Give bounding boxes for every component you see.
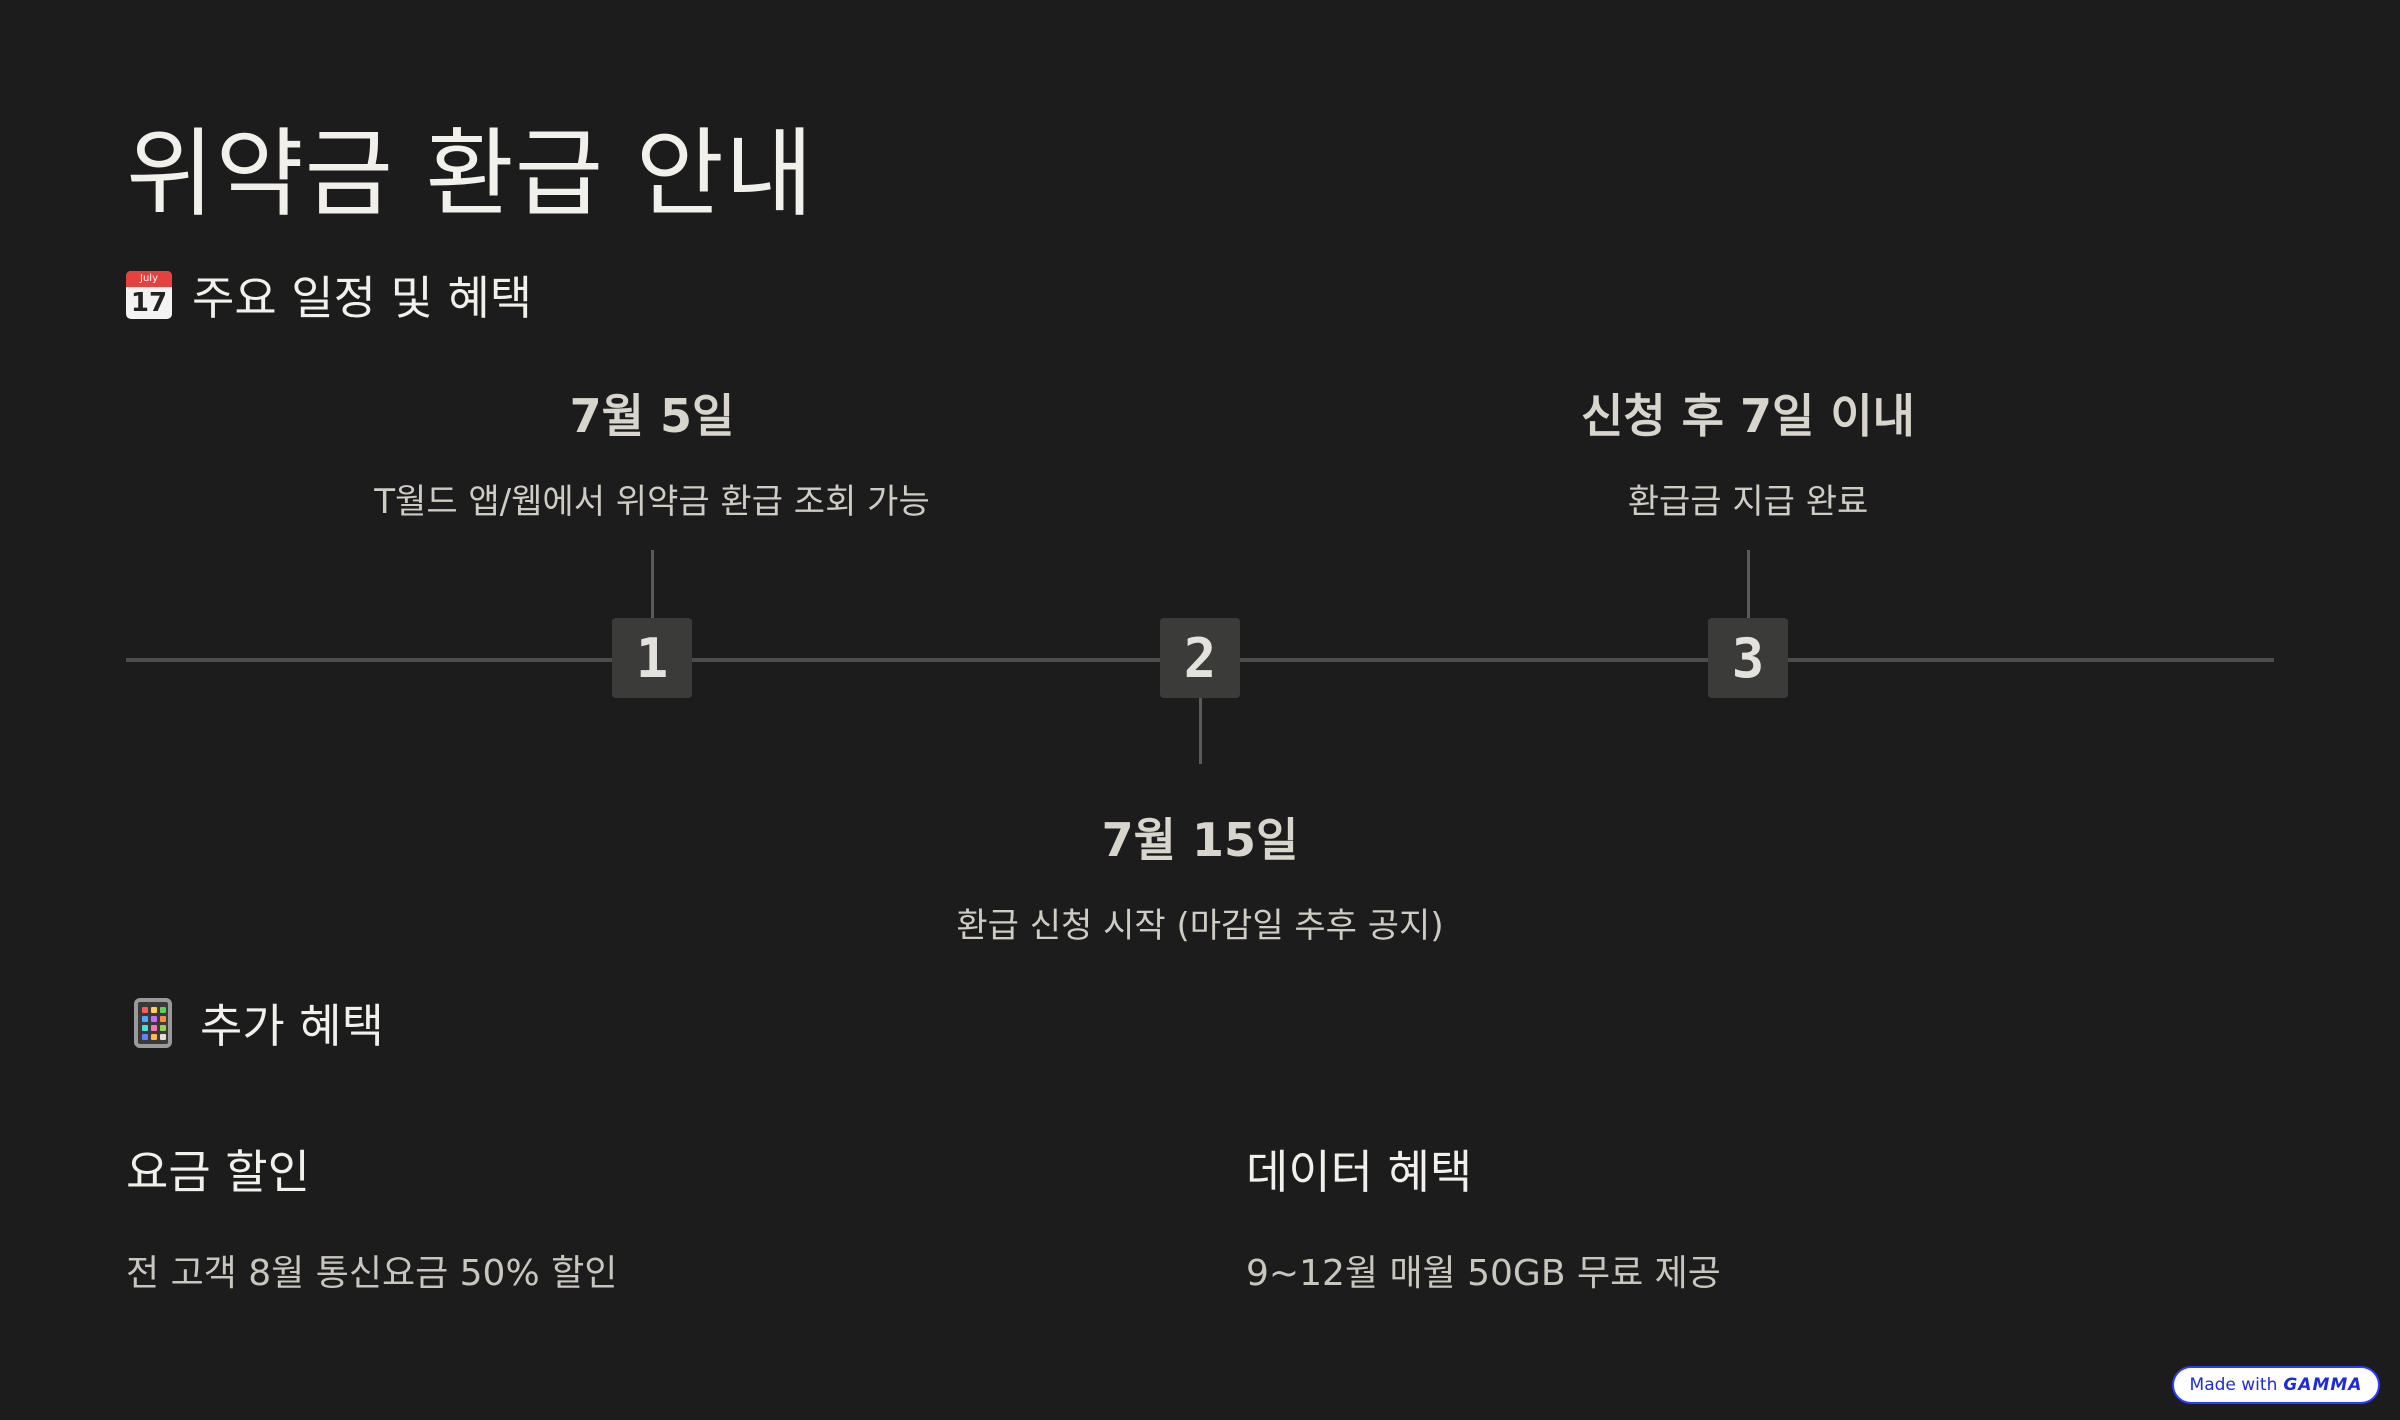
benefit-card-fee-discount: 요금 할인 전 고객 8월 통신요금 50% 할인	[126, 1136, 617, 1296]
milestone-2: 7월 15일 환급 신청 시작 (마감일 추후 공지)	[840, 804, 1560, 947]
milestone-date: 7월 15일	[1101, 813, 1299, 867]
benefit-card-data: 데이터 혜택 9~12월 매월 50GB 무료 제공	[1246, 1136, 1721, 1296]
benefit-description: 전 고객 8월 통신요금 50% 할인	[126, 1253, 618, 1294]
step-3-marker: 3	[1708, 618, 1788, 698]
milestone-1-stem	[651, 550, 654, 618]
step-1-marker: 1	[612, 618, 692, 698]
mobile-phone-icon	[134, 998, 172, 1048]
page-title: 위약금 환급 안내	[126, 118, 815, 230]
benefits-section-heading: 추가 혜택	[126, 990, 384, 1056]
step-2-marker: 2	[1160, 618, 1240, 698]
milestone-description: 환급금 지급 완료	[1627, 482, 1869, 522]
benefit-description: 9~12월 매월 50GB 무료 제공	[1246, 1253, 1721, 1294]
milestone-description: 환급 신청 시작 (마감일 추후 공지)	[956, 906, 1444, 946]
schedule-heading-text: 주요 일정 및 혜택	[192, 271, 533, 325]
milestone-2-stem	[1199, 698, 1202, 764]
benefits-heading-text: 추가 혜택	[200, 999, 384, 1053]
milestone-3-stem	[1747, 550, 1750, 618]
schedule-section-heading: July 17 주요 일정 및 혜택	[126, 262, 532, 328]
benefit-title: 요금 할인	[126, 1145, 310, 1199]
badge-prefix: Made with	[2189, 1375, 2278, 1395]
milestone-1: 7월 5일 T월드 앱/웹에서 위약금 환급 조회 가능	[292, 380, 1012, 523]
calendar-icon: July 17	[126, 271, 172, 319]
milestone-description: T월드 앱/웹에서 위약금 환급 조회 가능	[374, 482, 930, 522]
made-with-gamma-badge[interactable]: Made with GAMMA	[2172, 1366, 2380, 1404]
milestone-date: 신청 후 7일 이내	[1581, 389, 1915, 443]
milestone-3: 신청 후 7일 이내 환급금 지급 완료	[1388, 380, 2108, 523]
benefit-title: 데이터 혜택	[1246, 1145, 1473, 1199]
gamma-logo: GAMMA	[2283, 1375, 2363, 1395]
milestone-date: 7월 5일	[569, 389, 735, 443]
